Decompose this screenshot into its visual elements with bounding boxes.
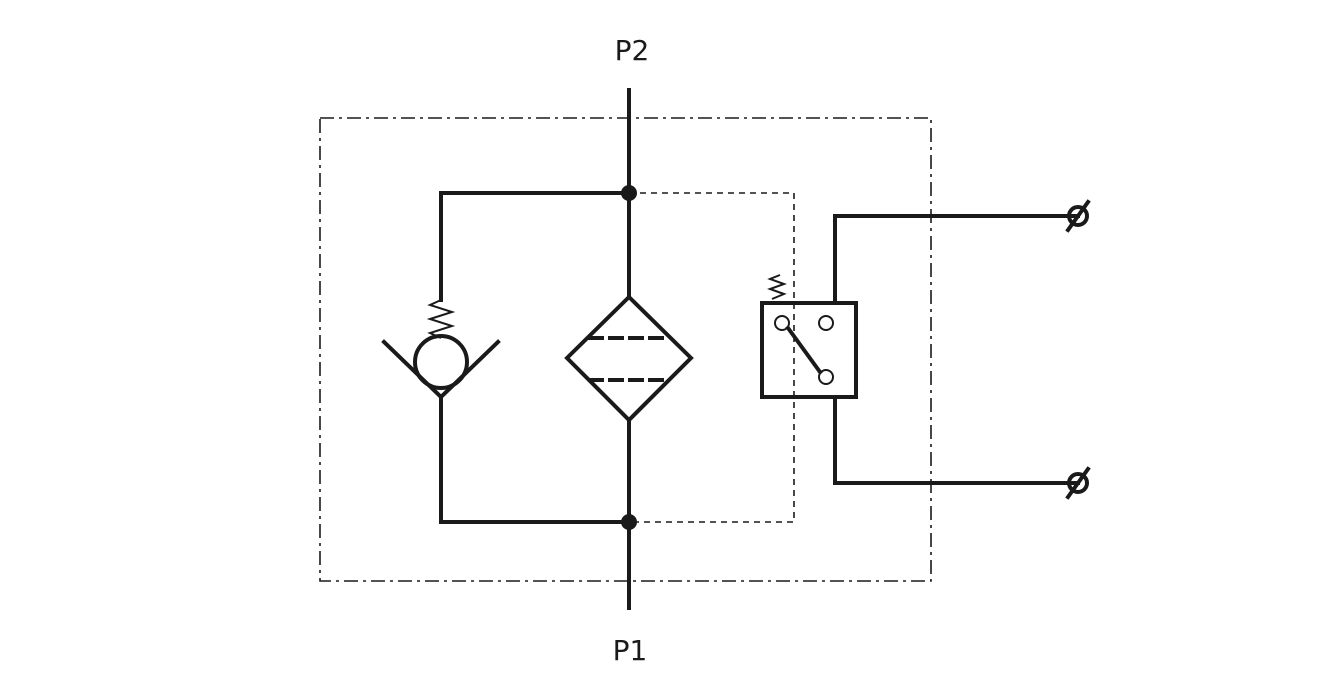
bypass-line [439,191,631,524]
pilot-line-dashed [629,192,795,523]
filter-icon [564,294,694,423]
junction-bottom [621,514,637,530]
pressure-switch-icon [760,274,858,399]
port-p2-label: P2 [615,34,650,67]
spring-icon [426,299,456,339]
port-p1-label: P1 [613,634,648,667]
switch-spring-icon [767,274,787,300]
terminal-bottom-icon [1065,466,1091,500]
junction-top [621,185,637,201]
terminal-top-icon [1065,199,1091,233]
assembly-enclosure [319,117,932,582]
electrical-leads [833,214,1080,485]
check-valve-icon [381,299,501,400]
